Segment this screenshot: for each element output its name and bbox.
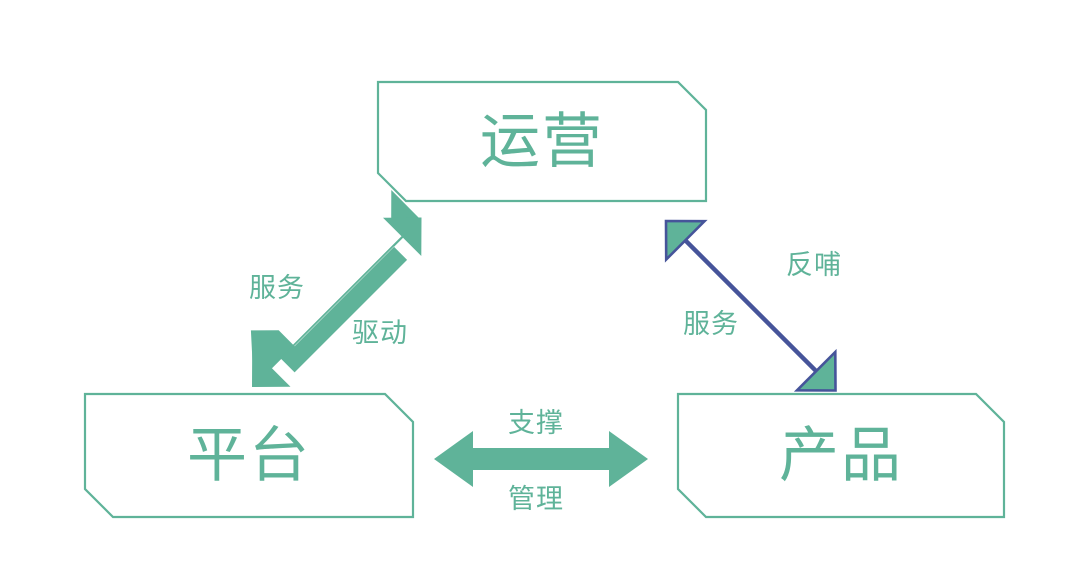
edge-label-drive-operations-to-platform: 驱动 [352,318,408,348]
node-product[interactable]: 产品 [678,394,1004,517]
node-product-label: 产品 [779,421,903,489]
node-platform-label: 平台 [187,421,311,489]
node-operations-label: 运营 [480,107,604,175]
node-shape-product[interactable] [676,392,1006,519]
edge-label-manage-product-to-platform: 管理 [508,484,564,514]
edge-label-service-operations-to-product: 服务 [683,309,739,339]
node-shape-platform[interactable] [83,392,415,519]
edge-label-support-platform-to-product: 支撑 [508,408,564,438]
edge-arrow-operations-product[interactable] [664,219,837,392]
node-shape-operations[interactable] [376,80,708,203]
edge-arrow-platform-operations[interactable] [250,190,422,387]
edge-label-service-platform-to-operations: 服务 [249,273,305,303]
node-operations[interactable]: 运营 [378,82,706,201]
edge-arrow-platform-product[interactable] [434,431,648,487]
node-platform[interactable]: 平台 [85,394,413,517]
edge-label-feedback-product-to-operations: 反哺 [786,250,842,280]
